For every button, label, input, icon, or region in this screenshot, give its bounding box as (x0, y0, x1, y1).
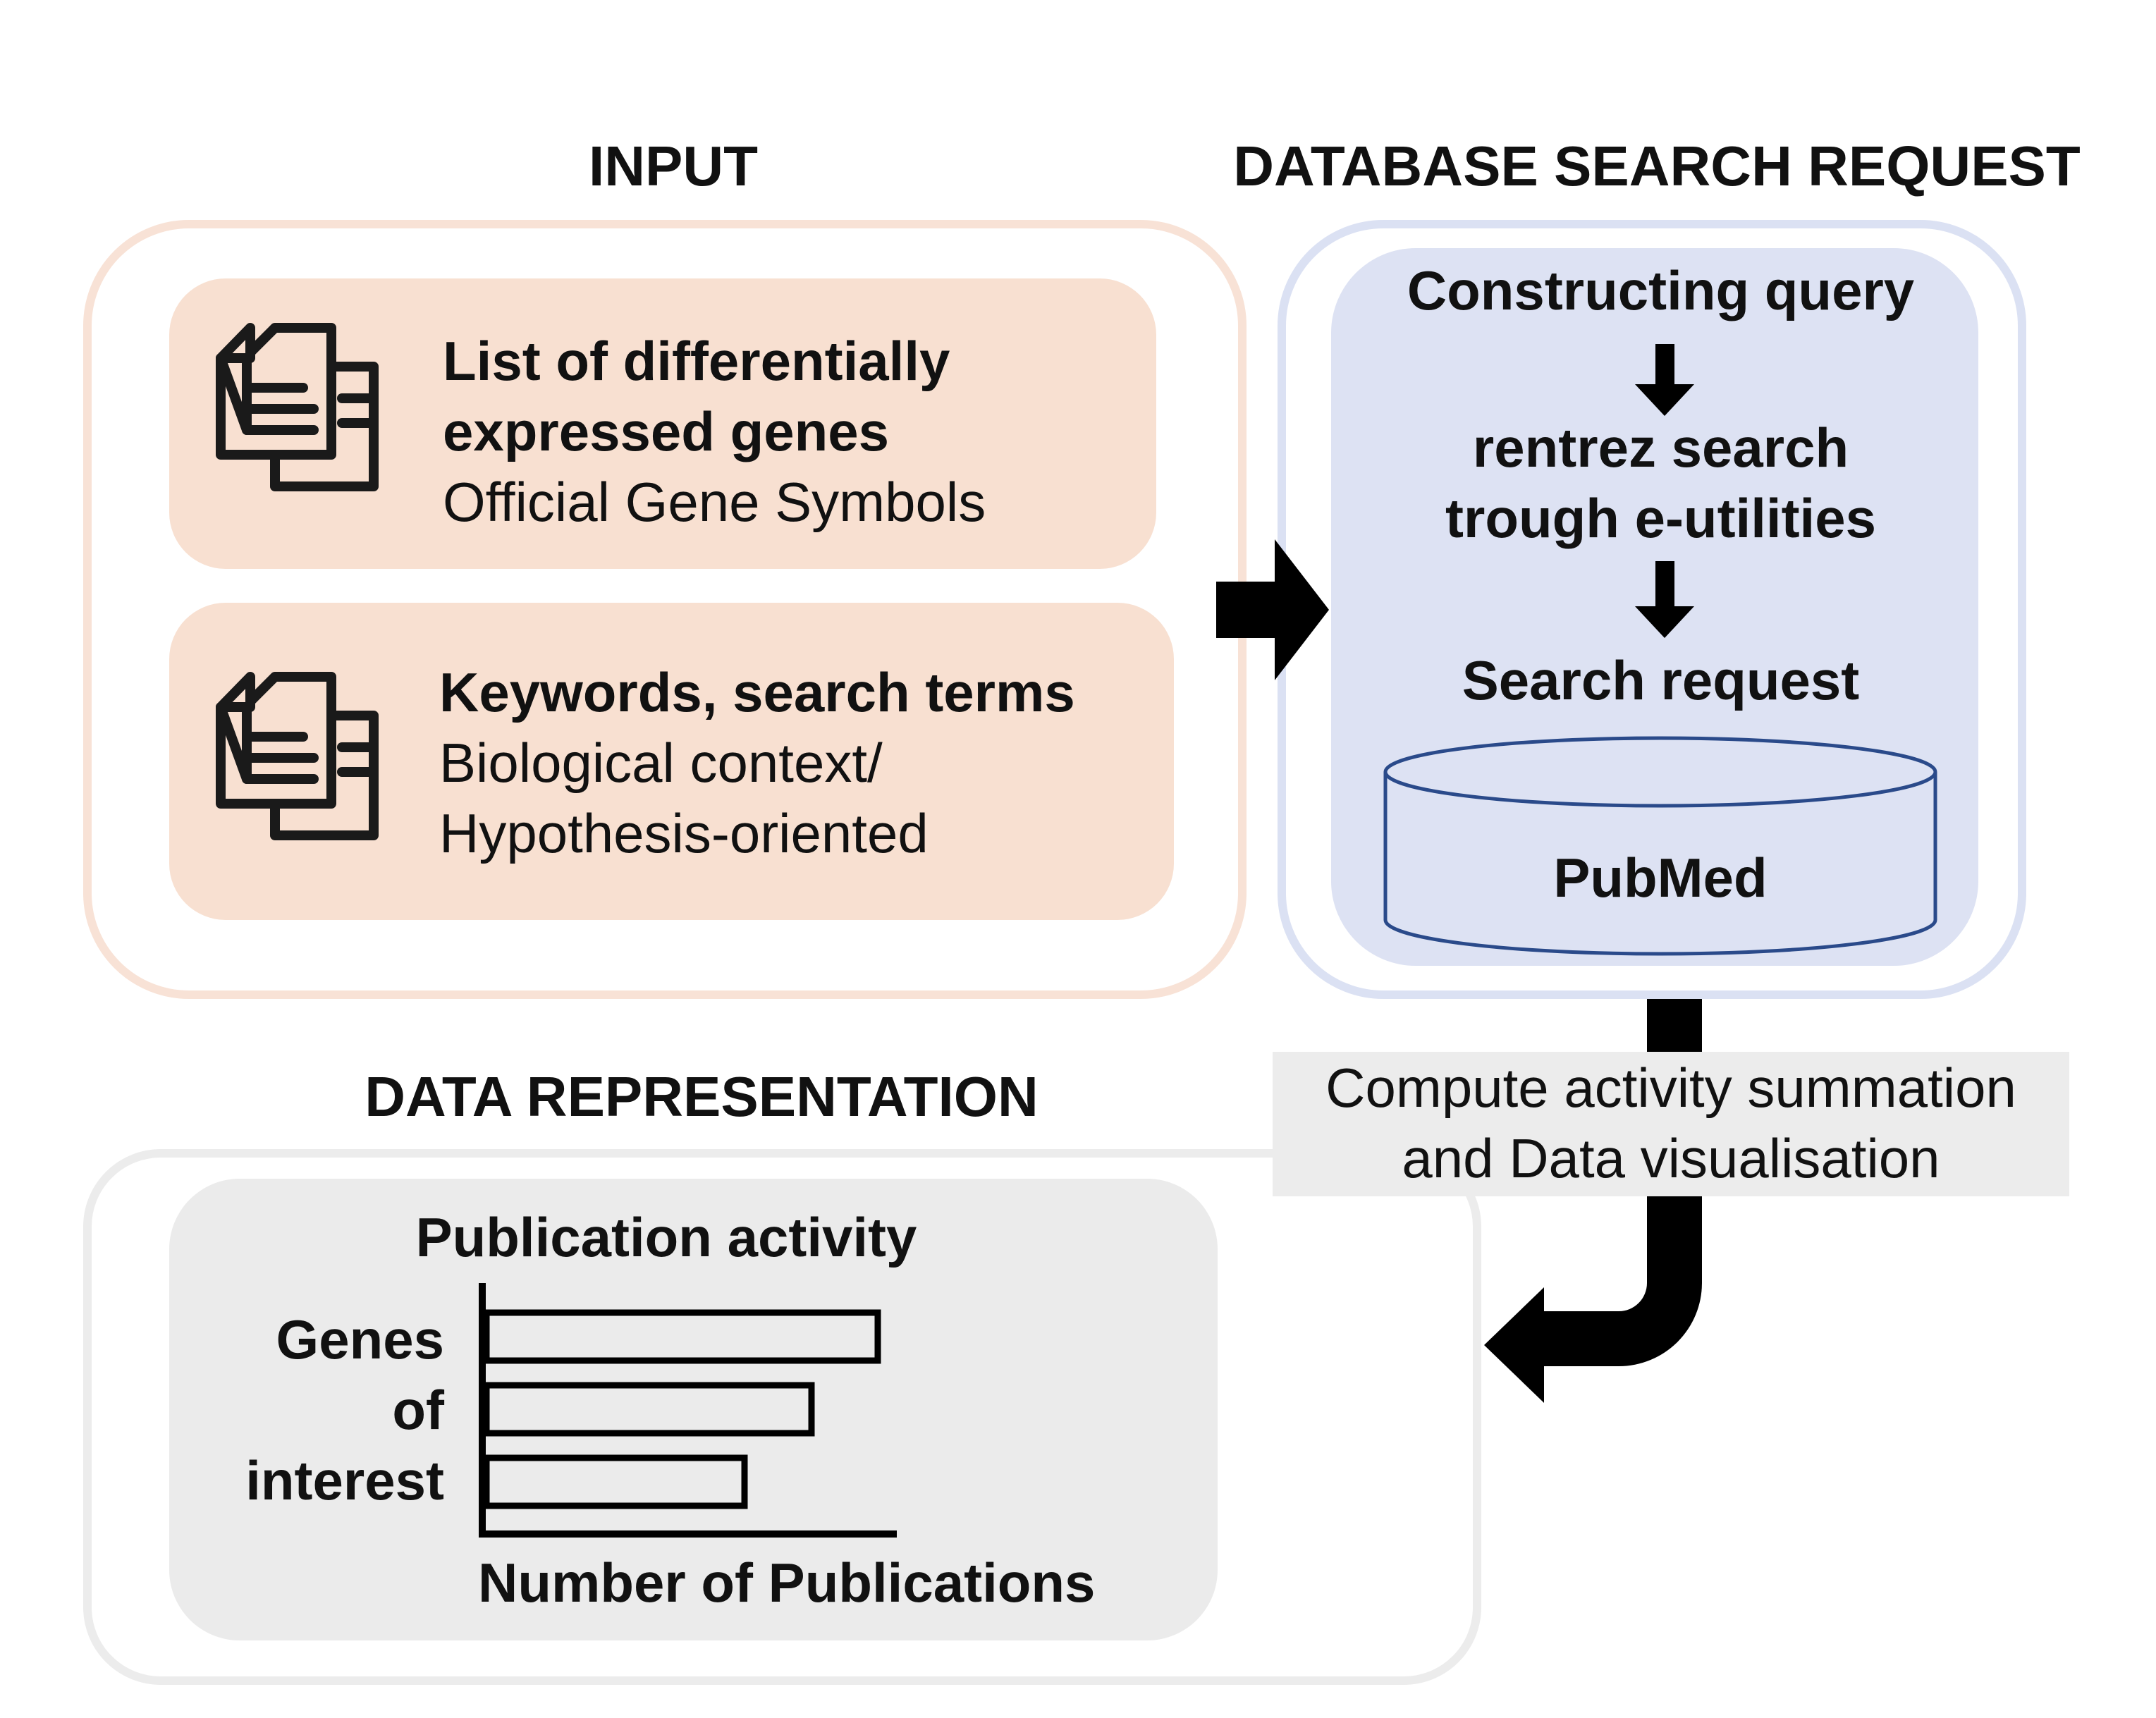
chart-ylabel-line2: of (392, 1379, 444, 1441)
keywords-input-panel (169, 603, 1174, 920)
input-heading: INPUT (589, 135, 758, 197)
keywords-subtitle-line2: Hypothesis-oriented (439, 802, 929, 864)
pubmed-label: PubMed (1553, 847, 1768, 909)
representation-panel (169, 1179, 1218, 1640)
chart-bar (483, 1454, 748, 1509)
chart-ylabel-line1: Genes (276, 1308, 444, 1370)
step-constructing-query: Constructing query (1407, 259, 1915, 321)
data-representation-heading: DATA REPRESENTATION (365, 1065, 1039, 1128)
database-heading: DATABASE SEARCH REQUEST (1233, 135, 2081, 197)
step-rentrez-line1: rentrez search (1472, 417, 1849, 479)
compute-box (1273, 1052, 2069, 1196)
genes-title-line2: expressed genes (443, 400, 890, 462)
chart-bar (483, 1382, 815, 1437)
keywords-title: Keywords, search terms (439, 661, 1075, 723)
document-icon (215, 666, 391, 842)
chart-bar (483, 1309, 881, 1364)
pubmed-database-cylinder (1382, 733, 1939, 959)
search-down-arrow (1635, 561, 1694, 638)
chart-title: Publication activity (415, 1206, 917, 1268)
document-icon (215, 317, 391, 493)
chart-ylabel-line3: interest (245, 1449, 444, 1511)
step-search-request: Search request (1462, 649, 1860, 711)
compute-line1: Compute activity summation (1325, 1057, 2016, 1119)
genes-subtitle: Official Gene Symbols (443, 471, 986, 533)
query-down-arrow (1635, 344, 1694, 416)
compute-to-representation-arrow (1484, 1196, 1702, 1403)
genes-title-line1: List of differentially (443, 330, 950, 392)
keywords-subtitle-line1: Biological context/ (439, 732, 883, 794)
compute-line2: and Data visualisation (1402, 1127, 1940, 1189)
database-output-connector (1647, 999, 1702, 1052)
chart-xlabel: Number of Publications (478, 1552, 1096, 1614)
step-rentrez-line2: trough e-utilities (1445, 487, 1876, 549)
publication-activity-chart (465, 1283, 917, 1544)
input-to-database-arrow (1216, 539, 1329, 680)
